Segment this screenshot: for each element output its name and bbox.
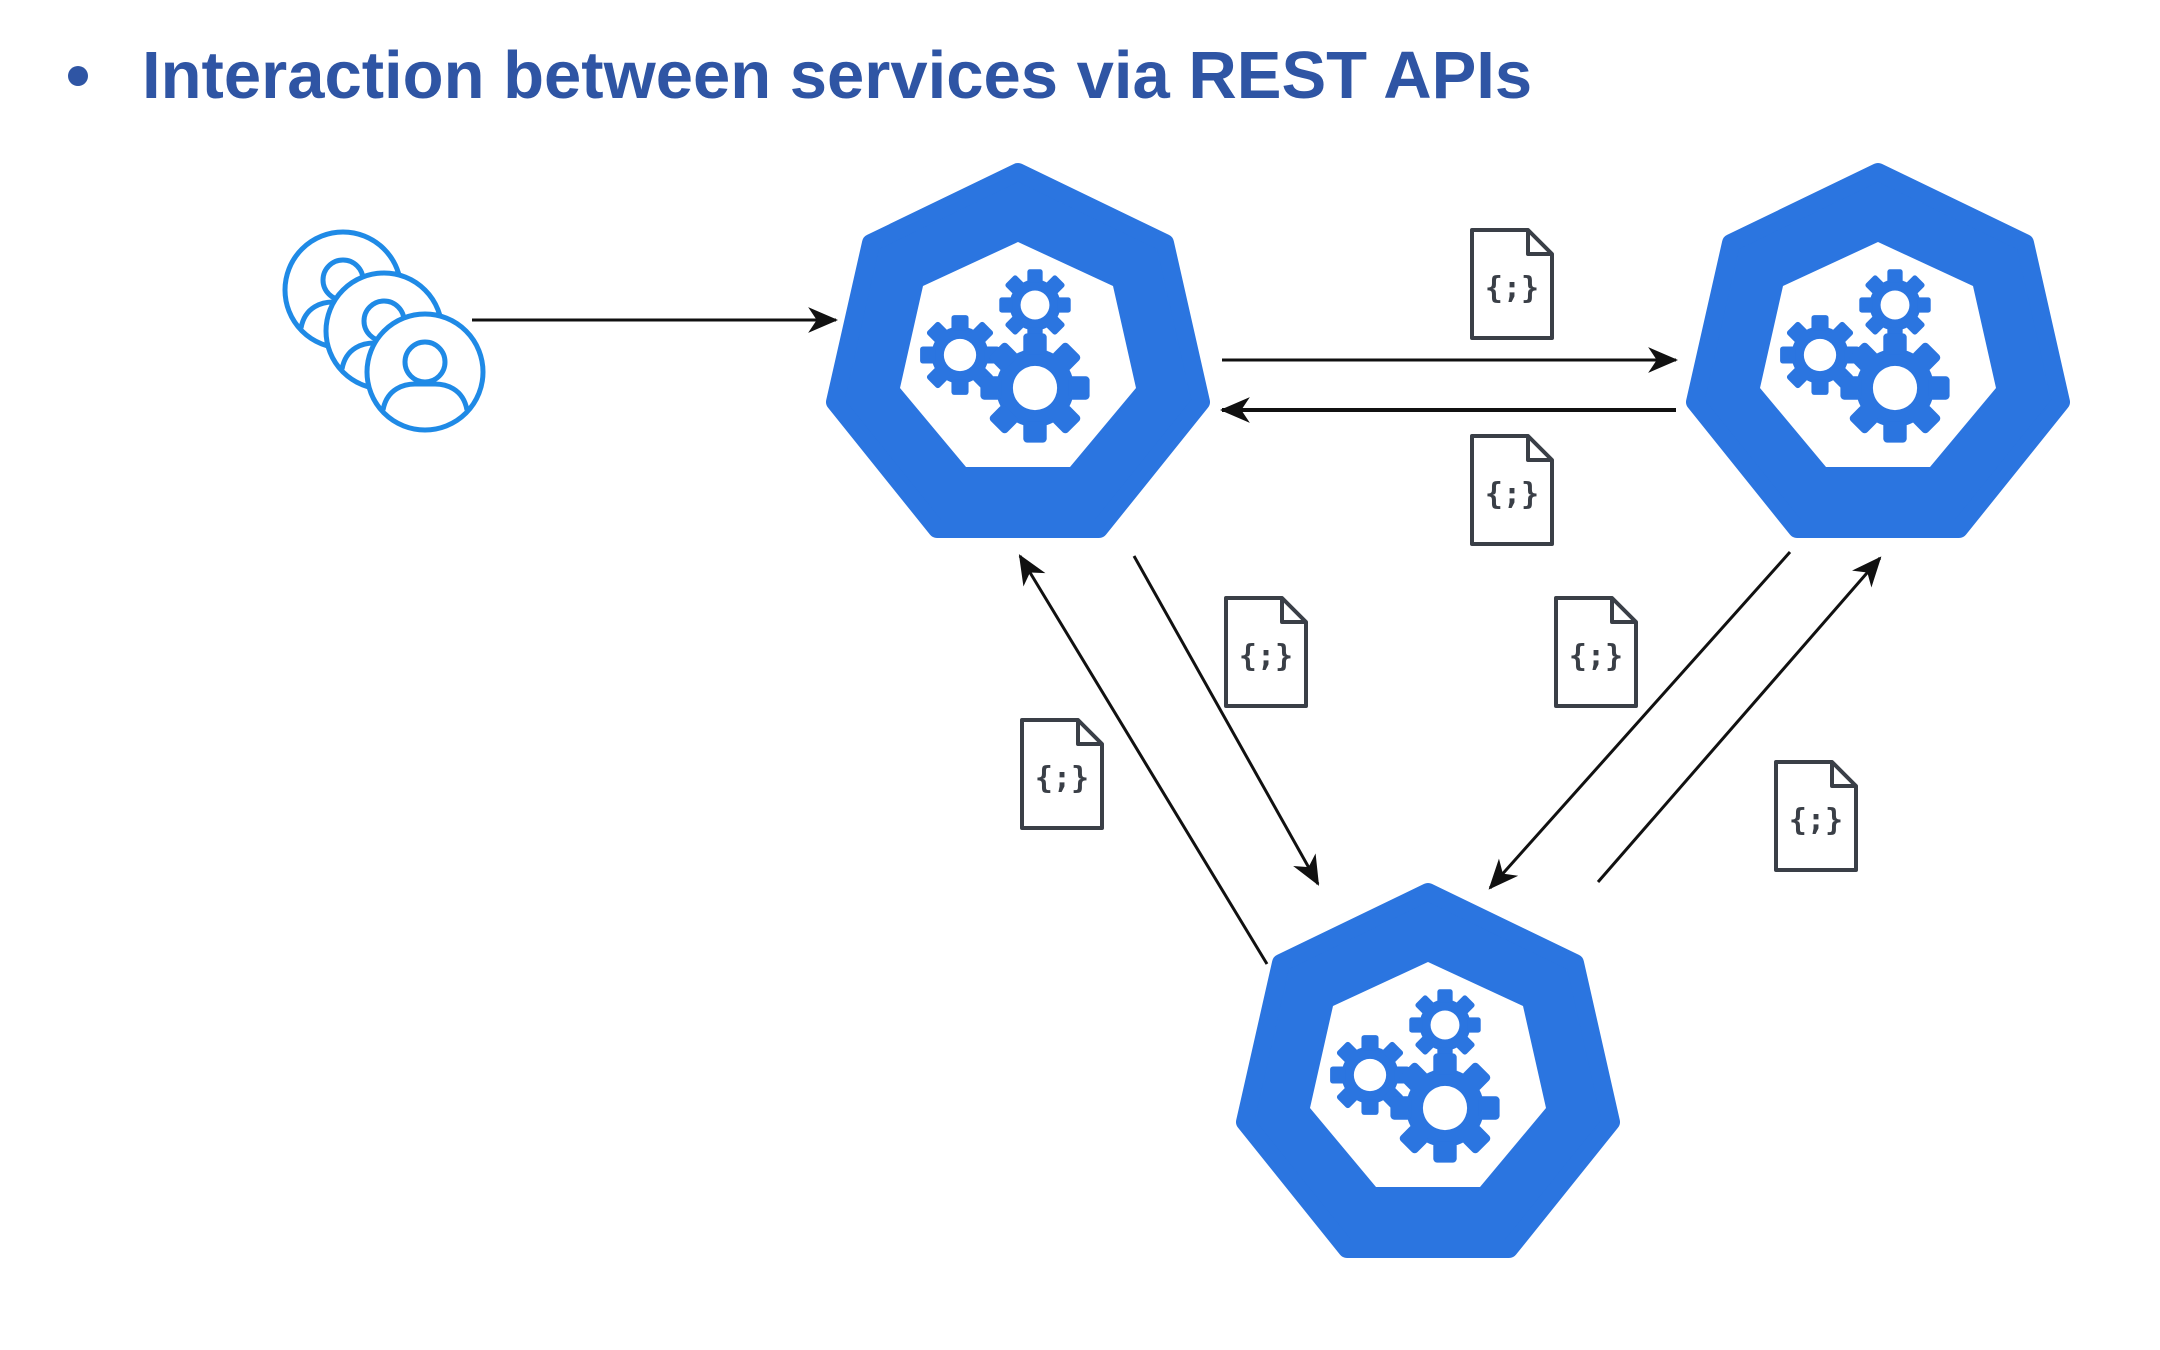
bullet-item: Interaction between services via REST AP… [68, 42, 1532, 109]
service-node-top-right [1695, 172, 2061, 529]
arrow-service-c-to-service-b [1596, 556, 1882, 883]
json-document-icon [1554, 596, 1638, 708]
json-document-icon [1224, 596, 1308, 708]
users-group-icon [285, 232, 483, 430]
json-document-icon [1470, 434, 1554, 546]
arrow-service-c-to-service-a [1018, 554, 1269, 965]
json-document-icon [1774, 760, 1858, 872]
service-node-top-left [835, 172, 1201, 529]
json-document-icon [1470, 228, 1554, 340]
slide-heading: Interaction between services via REST AP… [142, 38, 1533, 113]
bullet-icon [68, 65, 88, 86]
arrow-service-a-to-service-c [1132, 555, 1320, 886]
json-document-icon [1020, 718, 1104, 830]
arrow-service-b-to-service-c [1488, 551, 1792, 890]
service-node-bottom [1245, 892, 1611, 1249]
